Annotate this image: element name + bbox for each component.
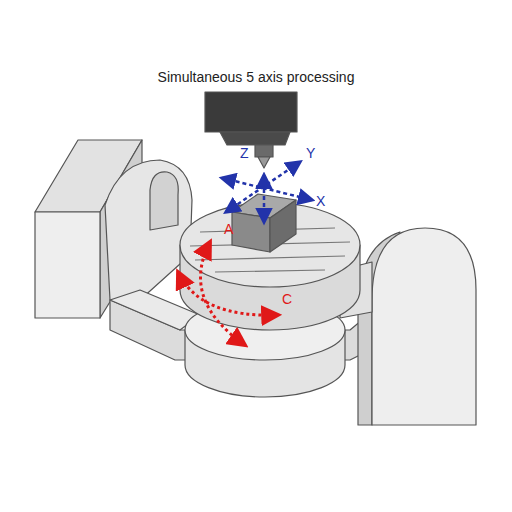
axis-label: A [224,222,233,236]
axis-label: C [282,292,292,306]
axis-label: Z [240,146,249,160]
diagram-title: Simultaneous 5 axis processing [158,70,355,84]
axis-label: Y [306,146,315,160]
axis-label: X [316,194,325,208]
